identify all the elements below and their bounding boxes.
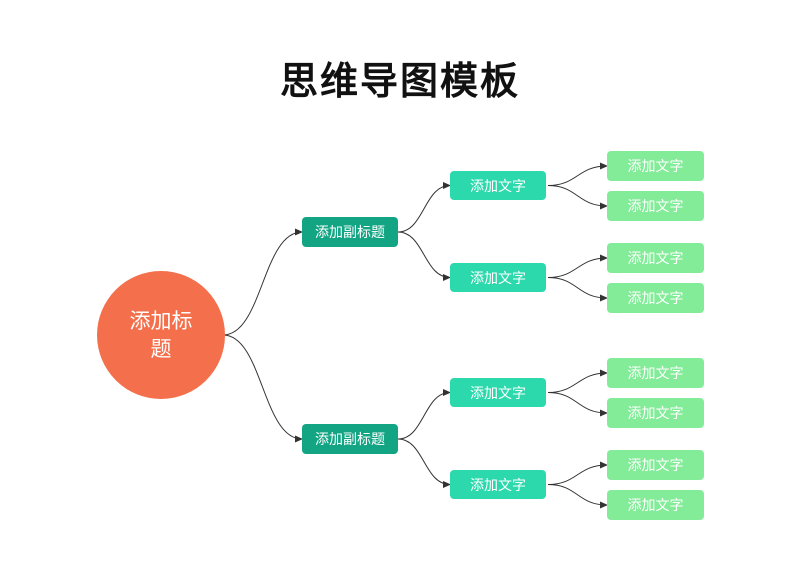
connector-arrow [547,392,608,417]
connector-arrow [222,334,303,443]
subtopic-node[interactable]: 添加副标题 [302,424,398,454]
connector-arrow [547,461,608,485]
connector-arrow [222,228,303,336]
connector-arrow [547,254,608,278]
leaf-node[interactable]: 添加文字 [607,243,704,273]
connector-arrow [397,182,451,233]
subtopic-node[interactable]: 添加副标题 [302,217,398,247]
root-topic[interactable]: 添加标题 [97,271,225,399]
connector-arrow [547,484,608,509]
connector-arrow [397,438,451,488]
leaf-node[interactable]: 添加文字 [607,283,704,313]
connector-arrow [397,231,451,281]
text-node[interactable]: 添加文字 [450,470,546,499]
connector-arrow [397,389,451,440]
leaf-node[interactable]: 添加文字 [607,450,704,480]
connector-arrow [547,162,608,186]
text-node[interactable]: 添加文字 [450,263,546,292]
text-node[interactable]: 添加文字 [450,171,546,200]
page-title: 思维导图模板 [279,59,520,103]
leaf-node[interactable]: 添加文字 [607,151,704,181]
text-node[interactable]: 添加文字 [450,378,546,407]
leaf-node[interactable]: 添加文字 [607,490,704,520]
leaf-node[interactable]: 添加文字 [607,358,704,388]
connector-arrow [547,277,608,302]
connector-arrow [547,369,608,393]
leaf-node[interactable]: 添加文字 [607,398,704,428]
connector-arrow [547,185,608,210]
leaf-node[interactable]: 添加文字 [607,191,704,221]
